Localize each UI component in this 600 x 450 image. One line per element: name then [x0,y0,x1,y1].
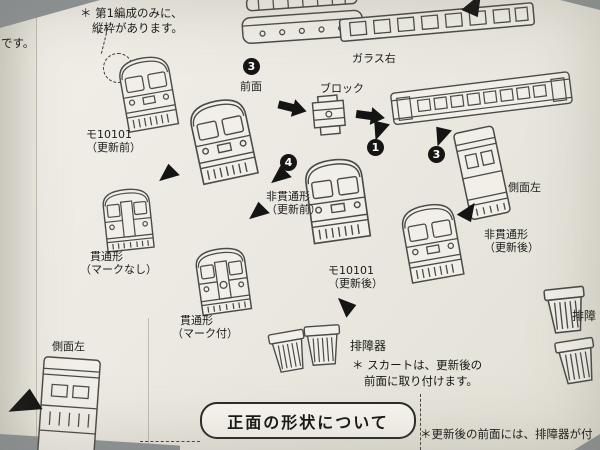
label-side-left-bottom: 側面左 [52,340,85,353]
assembly-arrow-bottom-left-icon [2,386,44,424]
step-badge-3b: 3 [428,146,445,163]
label-through-mark-line2: （マーク付） [172,327,238,340]
label-skirt-partial: 排障 [572,309,597,323]
section-heading-box: 正面の形状について [200,402,416,439]
step-badge-1: 1 [367,139,384,156]
step-badge-3a: 3 [243,58,260,75]
label-side-left-right: 側面左 [508,181,541,194]
frame-note-line2: 縦枠があります。 [92,21,183,35]
photo-corner-top-right [560,0,600,10]
assembly-arrow-to-through-nomark-icon [153,161,181,189]
side-panel-bottom-left-illustration [19,349,118,450]
block-part-illustration [302,90,356,142]
train-front-nonthrough-before-illustration [174,85,273,197]
label-nonthrough-after-line1: 非貫通形 [484,228,528,241]
section-heading: 正面の形状について [227,412,389,432]
assembly-arrow-to-through-mark-icon [243,199,271,227]
label-skirt: 排障器 [350,339,387,353]
train-front-mo10101-before-illustration [105,44,191,143]
label-glass-right: ガラス右 [352,52,396,65]
dashed-separator-horizontal [140,441,200,442]
skirt-part-illustration-1 [262,324,316,381]
assembly-arrow-step3-icon [429,124,453,151]
label-through-nomark-line1: 貫通形 [90,250,123,263]
assembly-arrow-top-right-icon [460,0,490,20]
train-front-through-mark-illustration [185,238,261,324]
assembly-arrow-step1-icon [367,118,391,145]
label-mo10101-after-line1: モ10101 [328,264,374,277]
label-nonthrough-after-line2: （更新後） [484,241,539,254]
skirt-part-illustration-right-1 [537,281,595,342]
page-fold-left [0,0,37,450]
car-side-illustration [387,59,578,139]
label-nonthrough-before-line2: （更新前） [266,203,321,216]
train-front-through-nomark-illustration [92,180,163,260]
bottom-right-note: ＊更新後の前面には、排障器が付 [420,427,593,441]
side-panel-left-illustration [443,120,520,226]
skirt-note-line1: ＊ スカートは、更新後の [352,358,483,372]
assembly-arrow-step4-icon [265,163,293,191]
skirt-part-illustration-2 [298,320,347,373]
assembly-arrow-skirt-to-front-icon [331,291,359,319]
label-mo10101-before-line1: モ10101 [86,128,132,141]
label-through-mark-line1: 貫通形 [180,314,213,327]
roof-parts-illustration [236,0,367,50]
assembly-arrow-block-to-side-icon [355,104,387,128]
train-front-nonthrough-after-illustration [388,190,475,295]
label-through-nomark-line2: （マークなし） [80,263,157,276]
skirt-note-line2: 前面に取り付けます。 [364,374,478,388]
train-front-mo10101-after-illustration [291,145,382,257]
step-badge-4: 4 [280,154,297,171]
frame-note-line1: ＊ 第1編成のみに、 [80,6,183,20]
label-nonthrough-before-line1: 非貫通形 [266,190,310,203]
label-mo10101-before-line2: （更新前） [86,141,141,154]
label-mo10101-after-line2: （更新後） [328,277,383,290]
label-front: 前面 [240,80,262,93]
skirt-part-illustration-right-2 [548,332,600,393]
label-block: ブロック [320,82,364,95]
dashed-separator-vertical [420,394,421,450]
left-partial-text: です。 [1,36,35,50]
glass-strip-illustration [337,0,540,53]
assembly-arrow-front-to-block-icon [276,95,310,122]
assembly-arrow-to-side-panel-icon [455,197,482,225]
paper-crease [148,318,149,450]
